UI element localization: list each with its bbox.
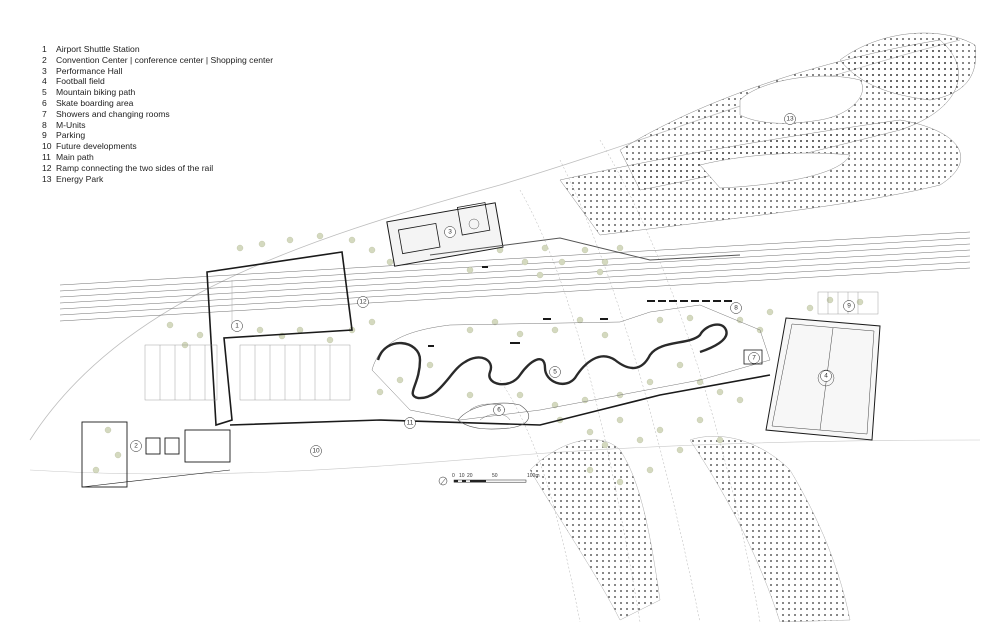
- svg-text:9: 9: [847, 303, 851, 310]
- scale-tick-10: 10: [459, 473, 465, 479]
- scale-tick-0: 0: [452, 473, 455, 479]
- svg-text:3: 3: [448, 229, 452, 236]
- airport-shuttle-station: [206, 251, 353, 427]
- railway-tracks: [59, 231, 971, 322]
- svg-text:2: 2: [134, 443, 138, 450]
- trees: [92, 232, 864, 486]
- site-boundary-lower: [29, 439, 981, 475]
- scale-tick-20: 20: [467, 473, 473, 479]
- svg-text:7: 7: [752, 355, 756, 362]
- energy-park: [529, 32, 977, 622]
- scale-tick-50: 50: [492, 473, 498, 479]
- ramp: [429, 237, 741, 261]
- svg-text:4: 4: [824, 373, 828, 380]
- parking-lots: [144, 344, 351, 401]
- callout-13: 13: [784, 113, 796, 125]
- showers-changing-rooms: [743, 349, 763, 365]
- callout-3: 3: [444, 226, 456, 238]
- svg-text:6: 6: [497, 407, 501, 414]
- svg-text:1: 1: [235, 323, 239, 330]
- scale-tick-100: 100m: [527, 473, 540, 479]
- callout-2: 2: [130, 440, 142, 452]
- callout-5: 5: [549, 366, 561, 378]
- svg-text:10: 10: [312, 448, 320, 455]
- m-units: [428, 266, 732, 347]
- svg-text:12: 12: [359, 299, 367, 306]
- main-path: [229, 374, 771, 426]
- callout-10: 10: [310, 445, 322, 457]
- callout-6: 6: [493, 404, 505, 416]
- callout-8: 8: [730, 302, 742, 314]
- svg-text:11: 11: [407, 420, 414, 427]
- access-roads: [499, 139, 761, 622]
- scale-bar: 0 10 20 50 100m: [438, 473, 540, 486]
- callout-7: 7: [748, 352, 760, 364]
- svg-text:13: 13: [786, 116, 794, 123]
- mountain-biking-path: [376, 323, 728, 400]
- svg-text:8: 8: [734, 305, 738, 312]
- callout-9: 9: [843, 300, 855, 312]
- svg-text:5: 5: [553, 369, 557, 376]
- skate-boarding-area: [457, 402, 529, 430]
- callout-11: 11: [404, 417, 416, 429]
- callout-4: 4: [820, 370, 832, 382]
- north-arrow-icon: [438, 476, 448, 486]
- callout-1: 1: [231, 320, 243, 332]
- convention-center: [81, 421, 231, 488]
- callout-12: 12: [357, 296, 369, 308]
